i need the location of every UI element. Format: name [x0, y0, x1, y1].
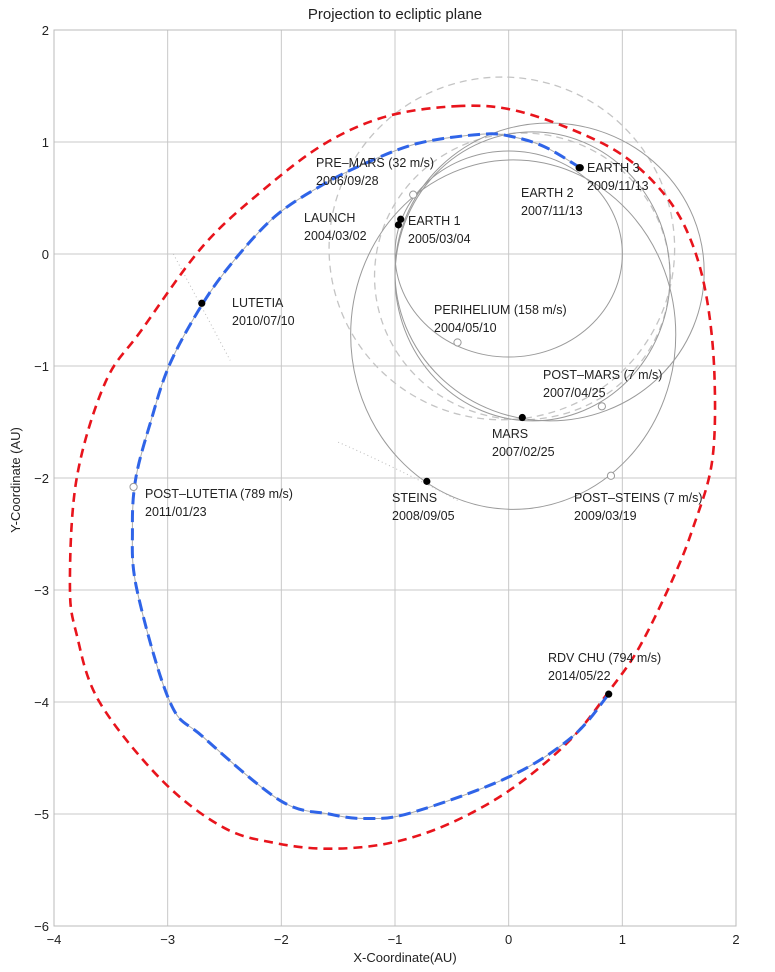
event-marker-filled [198, 299, 206, 307]
axis-ticks: −4 −3 −2 −1 0 1 2 −6 −5 −4 −3 −2 −1 0 1 2 [34, 23, 739, 947]
transfer-orbit-3 [394, 131, 671, 422]
event-marker-open [597, 402, 606, 411]
event-label: POST–STEINS (7 m/s) [574, 491, 703, 505]
event-marker-filled [394, 221, 403, 229]
plot-frame [53, 29, 737, 927]
y-tick-label: −6 [34, 919, 49, 934]
event-date: 2009/03/19 [574, 509, 637, 523]
x-tick-label: 1 [619, 932, 626, 947]
transfer-orbit-4 [350, 159, 677, 510]
event-date: 2009/11/13 [587, 179, 649, 193]
y-tick-label: 0 [42, 247, 49, 262]
event-marker-filled [397, 215, 405, 223]
y-tick-label: −3 [34, 583, 49, 598]
event-label: RDV CHU (794 m/s) [548, 651, 661, 665]
planet-orbits [172, 76, 705, 510]
y-axis-label: Y-Coordinate (AU) [8, 427, 23, 533]
event-date: 2007/02/25 [492, 445, 555, 459]
event-label: STEINS [392, 491, 437, 505]
comet-orbit-line [68, 104, 717, 851]
event-marker-open [409, 190, 418, 199]
x-tick-label: −1 [388, 932, 403, 947]
event-marker-filled [605, 690, 613, 698]
trajectory-series [68, 104, 717, 851]
event-marker-open [606, 471, 616, 480]
event-marker-filled [423, 477, 431, 485]
x-tick-label: −4 [47, 932, 62, 947]
y-tick-label: 2 [42, 23, 49, 38]
x-axis-label: X-Coordinate(AU) [353, 950, 456, 965]
mars-orbit [328, 76, 676, 421]
event-markers [129, 164, 616, 698]
final-leg-line [130, 132, 610, 820]
y-tick-label: 1 [42, 135, 49, 150]
event-date: 2014/05/22 [548, 669, 611, 683]
x-tick-label: −2 [274, 932, 289, 947]
y-tick-label: −1 [34, 359, 49, 374]
earth-orbit [394, 150, 623, 358]
event-label: PRE–MARS (32 m/s) [316, 156, 434, 170]
event-label: MARS [492, 427, 528, 441]
event-date: 2004/03/02 [304, 229, 367, 243]
event-date: 2006/09/28 [316, 174, 379, 188]
event-date: 2005/03/04 [408, 232, 471, 246]
event-marker-open [453, 338, 462, 347]
event-date: 2010/07/10 [232, 314, 295, 328]
event-date: 2008/09/05 [392, 509, 455, 523]
y-tick-label: −2 [34, 471, 49, 486]
event-label: LAUNCH [304, 211, 355, 225]
event-label: EARTH 1 [408, 214, 461, 228]
event-label: LUTETIA [232, 296, 284, 310]
event-marker-filled [518, 413, 526, 422]
chart-title: Projection to ecliptic plane [308, 6, 482, 23]
event-label: EARTH 2 [521, 186, 574, 200]
event-marker-filled [576, 164, 584, 172]
event-date: 2007/04/25 [543, 386, 606, 400]
event-label: POST–MARS (7 m/s) [543, 368, 662, 382]
event-date: 2011/01/23 [145, 505, 207, 519]
event-label: PERIHELIUM (158 m/s) [434, 303, 567, 317]
x-tick-label: 2 [732, 932, 739, 947]
event-date: 2004/05/10 [434, 321, 497, 335]
event-date: 2007/11/13 [521, 204, 583, 218]
x-tick-label: 0 [505, 932, 512, 947]
x-tick-label: −3 [160, 932, 175, 947]
y-tick-label: −4 [34, 695, 49, 710]
event-label: POST–LUTETIA (789 m/s) [145, 487, 293, 501]
event-marker-open [129, 482, 138, 492]
y-tick-label: −5 [34, 807, 49, 822]
steins-dotted-guide [337, 441, 458, 501]
event-label: EARTH 3 [587, 161, 640, 175]
